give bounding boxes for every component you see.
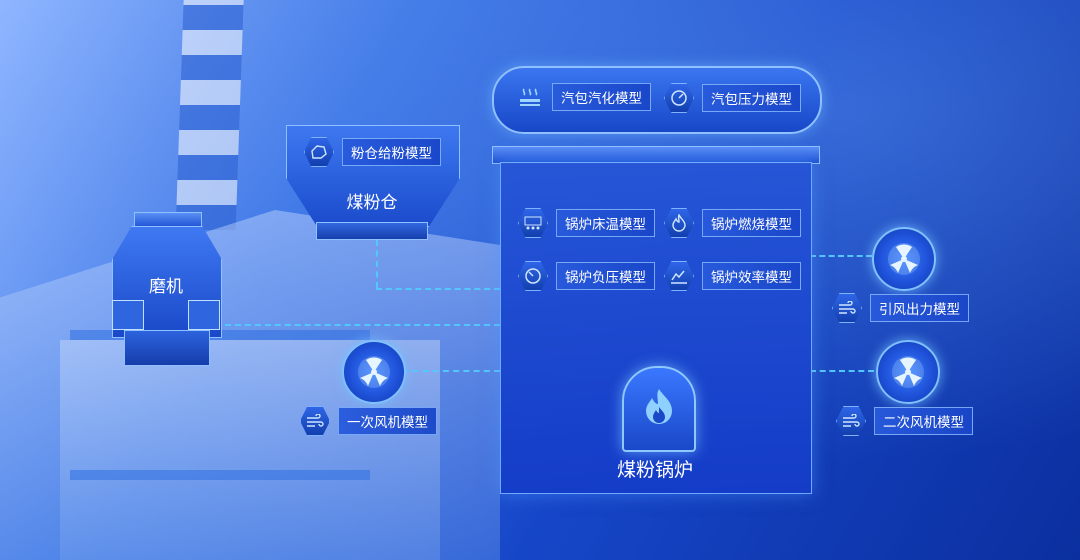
flame-icon (664, 208, 694, 238)
flame-icon (642, 387, 676, 431)
gauge-icon (518, 261, 548, 291)
combustion-model[interactable]: 锅炉燃烧模型 (664, 208, 801, 238)
secondary-fan-model-label: 二次风机模型 (874, 407, 973, 435)
efficiency-model[interactable]: 锅炉效率模型 (664, 261, 801, 291)
coal-icon (304, 137, 334, 167)
connector-boiler-induced-fan (810, 255, 872, 257)
boiler-flame-badge (622, 366, 696, 452)
boiler-title: 煤粉锅炉 (616, 459, 693, 481)
boiler-grid-icon (518, 208, 548, 238)
combustion-model-label: 锅炉燃烧模型 (702, 209, 801, 237)
negative-pressure-model[interactable]: 锅炉负压模型 (518, 261, 655, 291)
connector-silo-down (376, 240, 378, 288)
primary-fan-model[interactable]: 一次风机模型 (300, 406, 437, 436)
mill-base (124, 330, 210, 366)
efficiency-model-label: 锅炉效率模型 (702, 262, 801, 290)
connector-primary-fan-boiler (402, 370, 500, 372)
induced-fan-model-label: 引风出力模型 (870, 294, 969, 322)
induced-fan-model[interactable]: 引风出力模型 (832, 293, 969, 323)
bed-temp-model[interactable]: 锅炉床温模型 (518, 208, 655, 238)
connector-silo-boiler (376, 288, 500, 290)
mill-title: 磨机 (149, 277, 183, 297)
chimney-silhouette (175, 0, 245, 230)
wind-icon (836, 406, 866, 436)
mill-top (134, 212, 202, 228)
secondary-fan-icon (876, 340, 940, 404)
chart-icon (664, 261, 694, 291)
negative-pressure-model-label: 锅炉负压模型 (556, 262, 655, 290)
wind-icon (832, 293, 862, 323)
primary-fan-icon (342, 340, 406, 404)
silo-feed-model[interactable]: 粉仓给粉模型 (304, 137, 441, 167)
silo-feed-model-label: 粉仓给粉模型 (342, 138, 441, 166)
bed-temp-model-label: 锅炉床温模型 (556, 209, 655, 237)
silo-title: 煤粉仓 (346, 193, 398, 213)
drum-pressure-model[interactable]: 汽包压力模型 (664, 83, 801, 113)
secondary-fan-model[interactable]: 二次风机模型 (836, 406, 973, 436)
gauge-icon (664, 83, 694, 113)
induced-fan-icon (872, 227, 936, 291)
primary-fan-model-label: 一次风机模型 (338, 407, 437, 435)
drum-vapor-model[interactable]: 汽包汽化模型 (516, 83, 651, 111)
connector-boiler-secondary-fan (810, 370, 874, 372)
building-stripe (70, 470, 370, 480)
drum-vapor-model-label: 汽包汽化模型 (552, 83, 651, 111)
connector-mill-boiler (215, 324, 500, 326)
silo-base (316, 222, 428, 240)
wind-icon (300, 406, 330, 436)
drum-pressure-model-label: 汽包压力模型 (702, 84, 801, 112)
steam-icon (516, 83, 544, 111)
mill-right-port (188, 300, 220, 330)
mill-left-port (112, 300, 144, 330)
